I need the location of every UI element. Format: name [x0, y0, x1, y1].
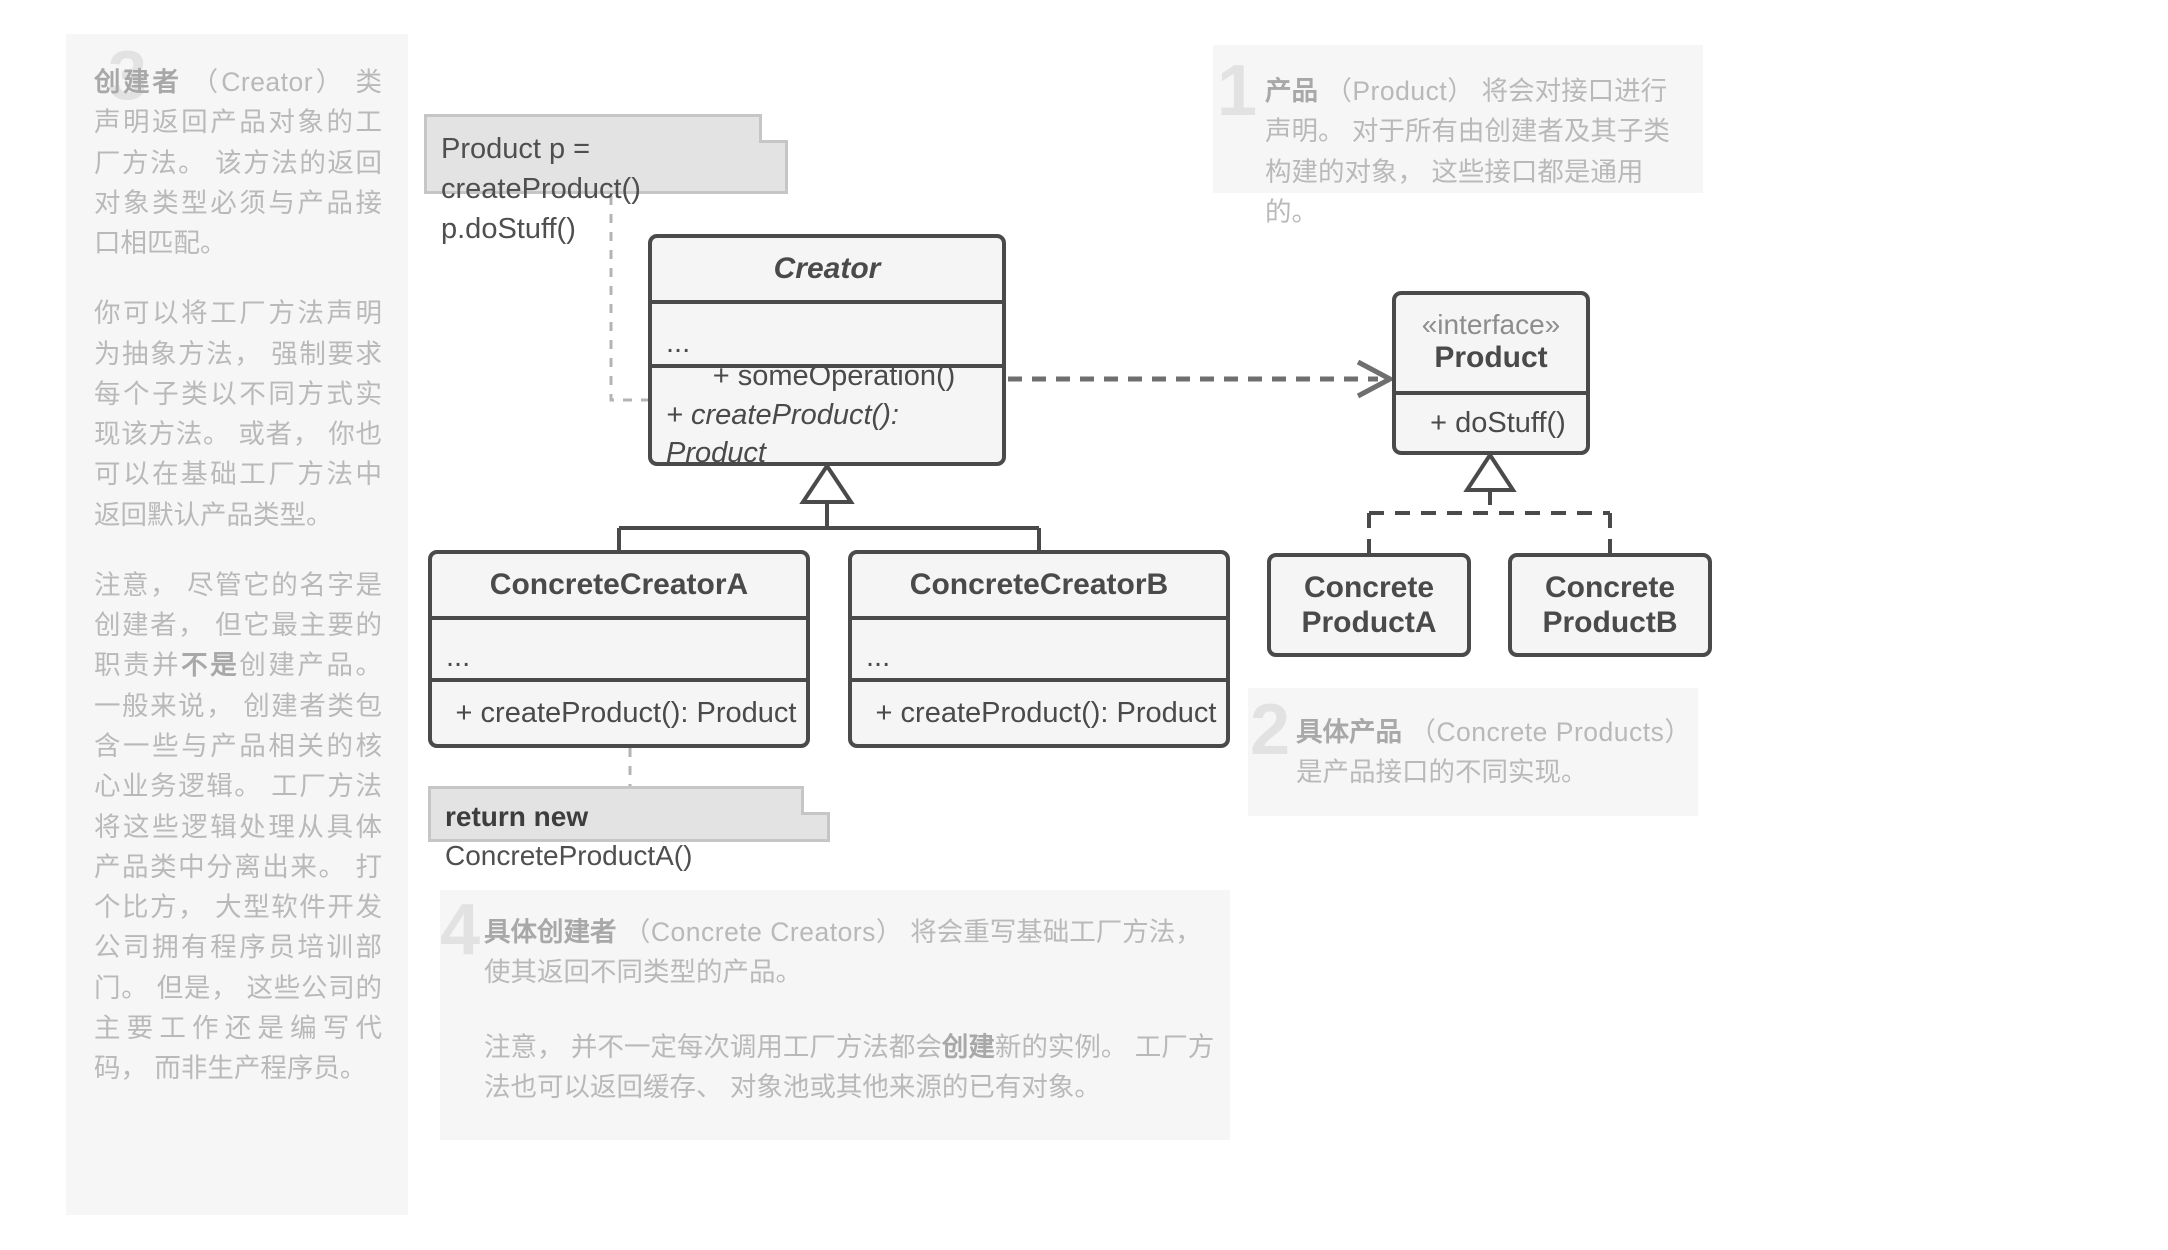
- note-creator-usage: Product p = createProduct() p.doStuff(): [424, 114, 788, 245]
- generalization-triangle-creator: [799, 462, 855, 504]
- class-operations-concrete-creator-a: + createProduct(): Product: [432, 678, 806, 744]
- operation-create-product-b: + createProduct(): Product: [875, 696, 1217, 729]
- stereotype-interface: «interface»: [1421, 309, 1561, 340]
- annotation-paragraph: 具体创建者 （Concrete Creators） 将会重写基础工厂方法， 使其…: [484, 917, 1202, 988]
- annotation-panel-concrete-creators: 4 具体创建者 （Concrete Creators） 将会重写基础工厂方法， …: [440, 890, 1230, 1140]
- operation-create-product-a: + createProduct(): Product: [455, 696, 797, 729]
- class-attributes-concrete-creator-b: ...: [852, 616, 1226, 678]
- class-box-concrete-product-b[interactable]: Concrete ProductB: [1508, 553, 1712, 657]
- note-fold-corner-icon: [801, 786, 830, 815]
- annotation-number-1: 1: [1217, 51, 1258, 131]
- annotation-number-4: 4: [440, 890, 481, 970]
- operation-create-product: + createProduct(): Product: [666, 398, 899, 466]
- class-operations-creator: + someOperation() + createProduct(): Pro…: [652, 360, 1002, 462]
- realization-line-product: [1367, 490, 1612, 553]
- note-line-2: p.doStuff(): [441, 213, 576, 246]
- class-title-concrete-product-b: Concrete ProductB: [1512, 557, 1708, 653]
- class-attributes-concrete-creator-a: ...: [432, 616, 806, 678]
- annotation-paragraph: 创建者 （Creator） 类声明返回产品对象的工厂方法。 该方法的返回对象类型…: [94, 67, 382, 259]
- annotation-panel-concrete-products: 2 具体产品 （Concrete Products） 是产品接口的不同实现。: [1248, 688, 1698, 816]
- generalization-line-creator: [617, 502, 1041, 550]
- class-title-concrete-product-a: Concrete ProductA: [1271, 557, 1467, 653]
- class-title-line-1: Concrete: [1303, 570, 1435, 604]
- note-keyword: return new: [445, 801, 589, 832]
- annotation-paragraph: 注意， 尽管它的名字是创建者， 但它最主要的职责并不是创建产品。 一般来说， 创…: [94, 569, 383, 1084]
- note-expression: ConcreteProductA(): [445, 839, 693, 871]
- annotation-panel-creator: 3 创建者 （Creator） 类声明返回产品对象的工厂方法。 该方法的返回对象…: [66, 34, 408, 1215]
- class-title-concrete-creator-a: ConcreteCreatorA: [489, 568, 749, 601]
- annotation-body-4: 具体创建者 （Concrete Creators） 将会重写基础工厂方法， 使其…: [484, 912, 1224, 1107]
- annotation-body-3: 创建者 （Creator） 类声明返回产品对象的工厂方法。 该方法的返回对象类型…: [94, 62, 382, 1088]
- note-anchor-creator: [609, 196, 648, 402]
- class-operations-product: + doStuff(): [1396, 391, 1586, 451]
- interface-name-product: Product: [1434, 341, 1548, 374]
- class-title-line-2: ProductB: [1542, 606, 1678, 639]
- class-title-line-1: Concrete: [1544, 570, 1676, 604]
- class-title-product: «interface» Product: [1396, 295, 1586, 391]
- annotation-body-1: 产品 （Product） 将会对接口进行声明。 对于所有由创建者及其子类构建的对…: [1265, 76, 1670, 227]
- note-line-1: Product p = createProduct(): [441, 133, 641, 206]
- annotation-body-2: 具体产品 （Concrete Products） 是产品接口的不同实现。: [1296, 717, 1692, 788]
- annotation-number-3: 3: [108, 36, 147, 114]
- annotation-paragraph: 你可以将工厂方法声明为抽象方法， 强制要求每个子类以不同方式实现该方法。 或者，…: [94, 298, 382, 530]
- annotation-number-2: 2: [1250, 690, 1291, 770]
- dependency-arrowhead: [1356, 359, 1396, 399]
- class-title-line-2: ProductA: [1301, 606, 1437, 639]
- note-fold-corner-icon: [759, 114, 788, 143]
- class-box-concrete-creator-a[interactable]: ConcreteCreatorA ... + createProduct(): …: [428, 550, 810, 748]
- realization-triangle-product: [1463, 451, 1517, 492]
- note-return-concrete-product: return new ConcreteProductA(): [428, 786, 830, 871]
- class-box-creator[interactable]: Creator ... + someOperation() + createPr…: [648, 234, 1006, 466]
- annotation-panel-product: 1 产品 （Product） 将会对接口进行声明。 对于所有由创建者及其子类构建…: [1213, 45, 1703, 227]
- annotation-paragraph: 注意， 并不一定每次调用工厂方法都会创建新的实例。 工厂方法也可以返回缓存、 对…: [484, 1031, 1215, 1102]
- class-box-concrete-creator-b[interactable]: ConcreteCreatorB ... + createProduct(): …: [848, 550, 1230, 748]
- operation-do-stuff: + doStuff(): [1430, 406, 1566, 439]
- class-attributes-creator: ...: [652, 300, 1002, 364]
- class-title-concrete-creator-b: ConcreteCreatorB: [909, 568, 1169, 601]
- class-box-product[interactable]: «interface» Product + doStuff(): [1392, 291, 1590, 455]
- class-box-concrete-product-a[interactable]: Concrete ProductA: [1267, 553, 1471, 657]
- class-operations-concrete-creator-b: + createProduct(): Product: [852, 678, 1226, 744]
- class-title-creator: Creator: [773, 252, 881, 285]
- operation-some-operation: + someOperation(): [712, 360, 956, 393]
